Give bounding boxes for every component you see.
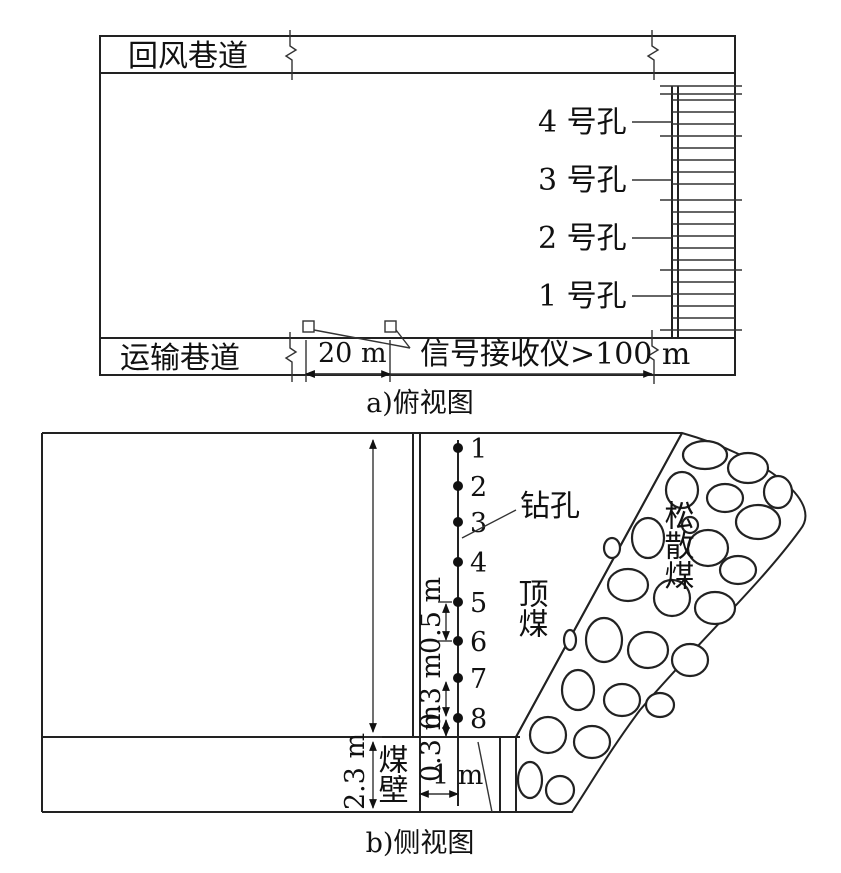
point-marker (453, 517, 463, 527)
point-marker (453, 443, 463, 453)
break-mark (646, 30, 660, 80)
coal-wall-label: 煤壁 (373, 744, 409, 804)
point-marker (453, 597, 463, 607)
hole-3-label: 3 号孔 (538, 163, 627, 198)
point-marker (453, 557, 463, 567)
side-view-caption: b)侧视图 (366, 828, 475, 859)
point-marker (453, 481, 463, 491)
point-label: 8 (470, 704, 487, 735)
point-label: 4 (470, 548, 487, 579)
top-view-caption: a)俯视图 (366, 388, 474, 419)
receiver-label: 信号接收仪>100 m (420, 337, 690, 372)
point-marker (453, 673, 463, 683)
hole-4-label: 4 号孔 (538, 105, 627, 140)
spacing-dimension-label: 20 m (318, 338, 387, 369)
borehole-leader (461, 509, 517, 539)
point-label: 6 (470, 627, 487, 658)
wall-offset-label: 1 m (432, 760, 483, 791)
point-label: 1 (470, 434, 487, 465)
break-mark (284, 332, 298, 382)
point-label: 2 (470, 472, 487, 503)
break-mark (284, 30, 298, 80)
loose-coal-rocks (516, 439, 794, 806)
point-label: 7 (470, 664, 487, 695)
point-marker (453, 636, 463, 646)
point-marker (453, 713, 463, 723)
support-column (660, 85, 742, 338)
point-spacing-label: 0.5 m (416, 577, 447, 654)
return-airway-band (99, 35, 736, 74)
wall-height-label: 2.3 m (340, 733, 371, 810)
top-coal-label: 顶煤 (513, 578, 548, 638)
point-label: 5 (470, 588, 487, 619)
receiver-icon (384, 320, 397, 333)
measure-points (453, 443, 463, 723)
point-label: 3 (470, 508, 487, 539)
break-mark (646, 330, 660, 384)
side-view: 1 2 3 4 5 6 7 8 钻孔 顶煤 松散煤 煤壁 0.5 m 0.3 m… (41, 431, 807, 859)
return-airway-label: 回风巷道 (128, 39, 248, 74)
lower-spacing-label: 0.3 m (416, 653, 447, 730)
haulage-airway-label: 运输巷道 (120, 341, 240, 376)
hole-1-label: 1 号孔 (538, 279, 627, 314)
bottom-gap-label: 0.3 m (416, 705, 447, 782)
top-view: 回风巷道 运输巷道 4 号孔 3 号孔 2 号孔 1 号孔 20 m 信号接收仪… (99, 30, 742, 419)
borehole-label: 钻孔 (520, 489, 580, 524)
receiver-icon (302, 320, 315, 333)
hole-2-label: 2 号孔 (538, 221, 627, 256)
loose-coal-label: 松散煤 (659, 500, 695, 590)
